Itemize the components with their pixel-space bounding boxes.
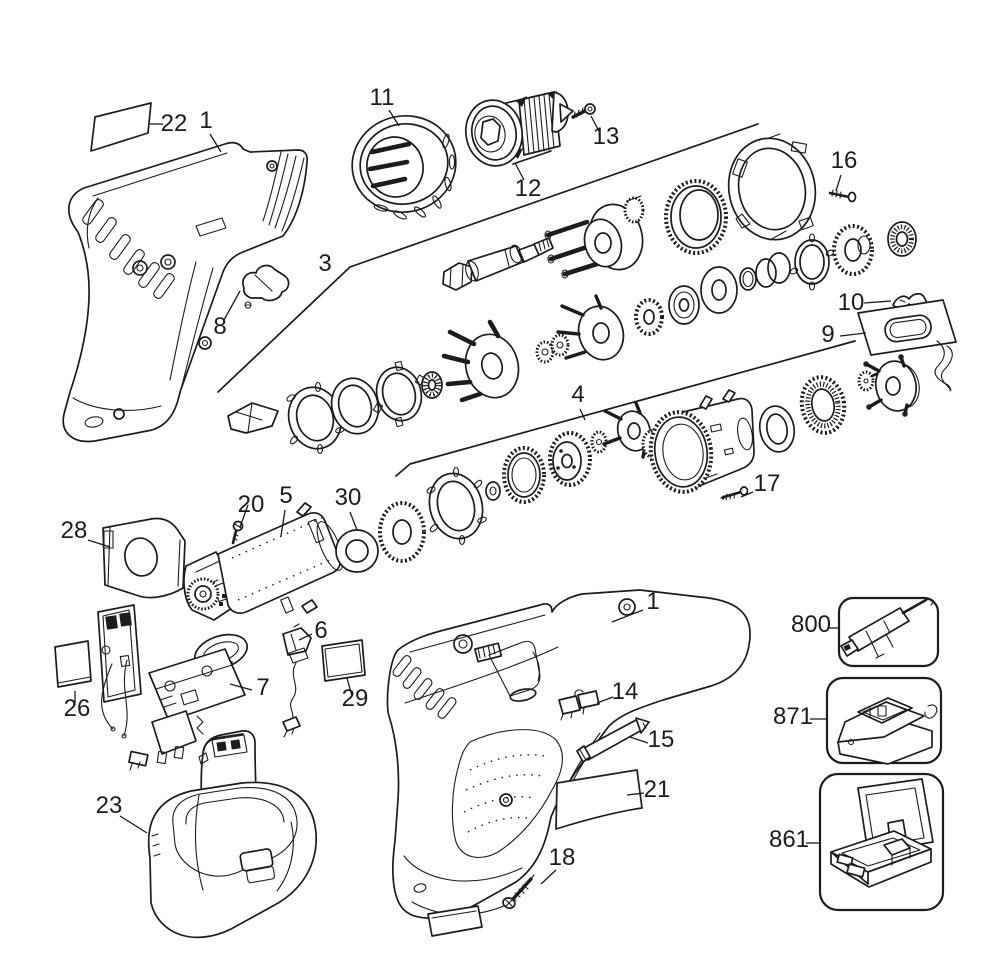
axis-line-3 bbox=[217, 123, 759, 393]
chuck-screw bbox=[571, 103, 596, 119]
callout-29: 29 bbox=[342, 685, 369, 712]
callout-8: 8 bbox=[213, 313, 226, 340]
lock-button-part bbox=[242, 264, 290, 309]
callout-23: 23 bbox=[96, 792, 123, 819]
motor-assembly bbox=[183, 502, 354, 621]
callout-6: 6 bbox=[314, 617, 327, 644]
battery-pack bbox=[147, 730, 317, 939]
callout-10: 10 bbox=[838, 289, 865, 316]
housing-vents bbox=[82, 199, 175, 299]
callout-14: 14 bbox=[612, 678, 639, 705]
accessory-box-871 bbox=[825, 676, 943, 765]
air-baffle bbox=[102, 517, 186, 599]
callout-20: 20 bbox=[238, 491, 265, 518]
callout-861: 861 bbox=[769, 826, 809, 853]
callout-18: 18 bbox=[549, 844, 576, 871]
accessory-box-800 bbox=[837, 596, 940, 668]
callout-9: 9 bbox=[821, 321, 834, 348]
callout-22: 22 bbox=[161, 110, 188, 137]
callout-16: 16 bbox=[831, 147, 858, 174]
housing-screw-17 bbox=[720, 486, 749, 501]
callout-800: 800 bbox=[791, 611, 831, 638]
callout-3: 3 bbox=[318, 250, 331, 277]
callout-15: 15 bbox=[648, 726, 675, 753]
lower-housing-half bbox=[386, 589, 751, 937]
gearcase-screw bbox=[828, 189, 857, 203]
callout-leader-lines bbox=[74, 109, 892, 885]
label-sticker-26 bbox=[54, 640, 92, 688]
motor-ring bbox=[335, 529, 379, 573]
motor-screw bbox=[231, 520, 244, 545]
accessory-box-861 bbox=[818, 772, 945, 912]
callout-11: 11 bbox=[370, 84, 395, 111]
gearbox-parts-row-upper bbox=[227, 221, 917, 455]
label-sticker-21 bbox=[555, 769, 643, 830]
callout-labels: 22 1 11 12 13 16 3 8 10 9 4 17 20 5 30 2… bbox=[61, 84, 865, 871]
spindle-and-ring-gear-row bbox=[442, 133, 817, 291]
clutch-collar bbox=[351, 114, 457, 220]
wire-connector bbox=[282, 623, 312, 738]
callout-4: 4 bbox=[571, 381, 584, 408]
switch-assembly bbox=[97, 604, 249, 771]
label-sticker-22 bbox=[90, 102, 152, 152]
upper-housing-half bbox=[62, 141, 309, 443]
bit-holder-clip bbox=[558, 689, 600, 721]
baffle-plate-part bbox=[857, 299, 957, 391]
callout-7: 7 bbox=[256, 674, 269, 701]
callout-1-top: 1 bbox=[199, 107, 212, 134]
housing-screw-18 bbox=[502, 874, 535, 909]
chuck bbox=[464, 91, 574, 167]
callout-30: 30 bbox=[335, 484, 362, 511]
gearbox-parts-row-lower bbox=[378, 340, 951, 563]
axis-line-4 bbox=[395, 340, 856, 477]
label-sticker-29 bbox=[321, 639, 366, 682]
callout-12: 12 bbox=[515, 175, 542, 202]
callout-28: 28 bbox=[61, 517, 88, 544]
callout-21: 21 bbox=[644, 776, 671, 803]
callout-17: 17 bbox=[754, 470, 781, 497]
callout-871: 871 bbox=[773, 703, 813, 730]
callout-26: 26 bbox=[64, 695, 91, 722]
callout-1-bottom: 1 bbox=[646, 588, 659, 615]
callout-5: 5 bbox=[279, 482, 292, 509]
callout-13: 13 bbox=[593, 123, 620, 150]
screwdriver-bit bbox=[576, 717, 650, 763]
